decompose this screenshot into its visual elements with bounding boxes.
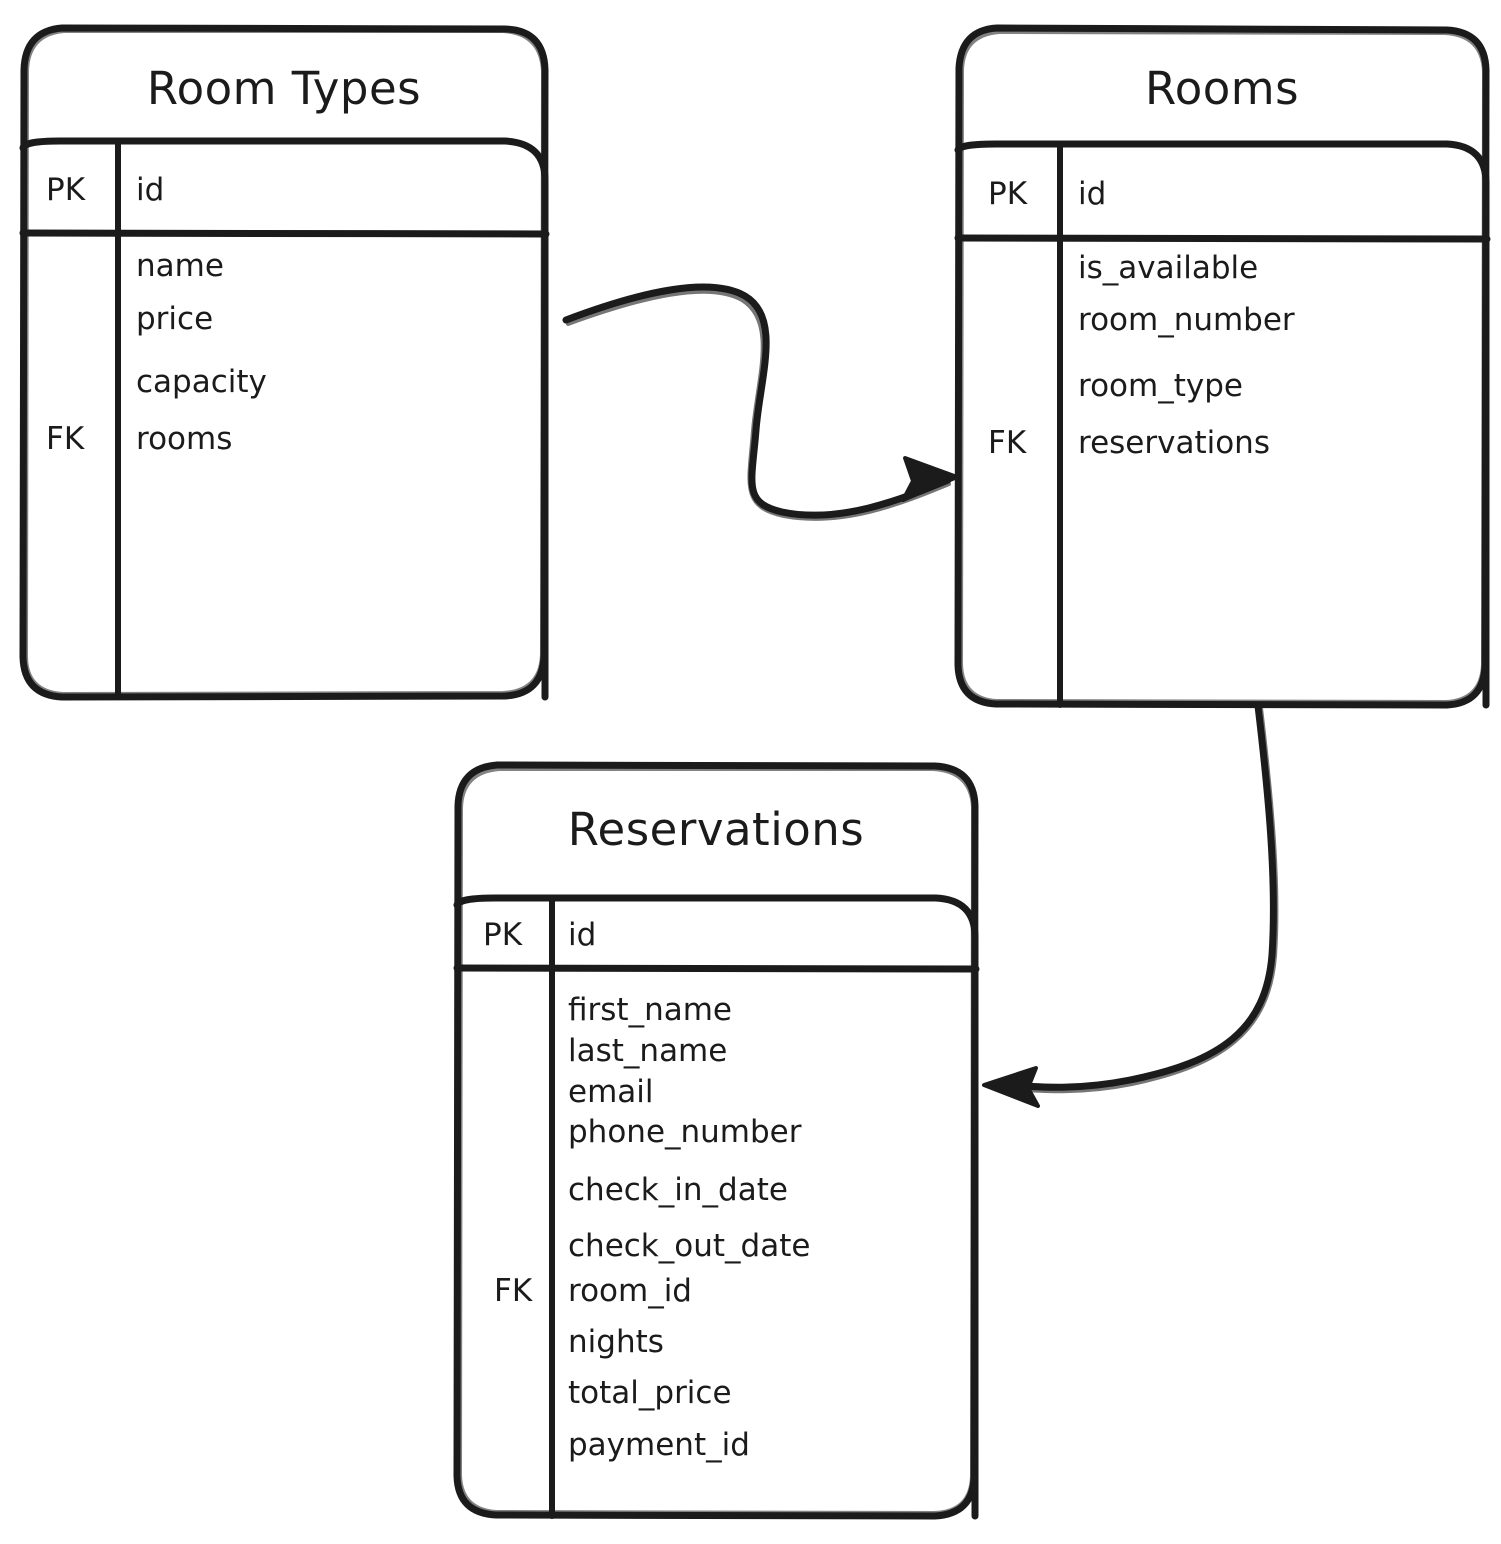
field-reservations-check-out-date: check_out_date [568,1228,811,1264]
entity-panel-rooms [954,140,1490,709]
field-reservations-last-name: last_name [568,1033,728,1069]
pk-field-rooms: id [1078,176,1107,212]
entity-panel-room-types [19,137,549,701]
field-reservations-email: email [568,1074,654,1110]
field-reservations-check-in-date: check_in_date [568,1172,788,1208]
field-rooms-reservations: reservations [1078,425,1270,461]
entity-title-rooms: Rooms [1144,62,1300,115]
field-rooms-room-type: room_type [1078,368,1243,404]
field-reservations-room-id: room_id [568,1273,692,1309]
field-reservations-phone-number: phone_number [568,1114,802,1150]
fk-label-reservations: FK [494,1273,533,1309]
pk-label-rooms: PK [988,176,1028,212]
field-room-types-price: price [136,301,214,337]
pk-field-room-types: id [136,172,165,208]
entity-title-reservations: Reservations [567,803,865,856]
field-reservations-first-name: first_name [568,992,732,1028]
arrowhead-rooms [901,456,959,502]
field-room-types-rooms: rooms [136,421,233,457]
entity-box-room-types[interactable] [19,24,549,701]
field-reservations-nights: nights [568,1324,664,1360]
pk-separator-room-types [19,229,550,238]
field-room-types-capacity: capacity [136,364,267,400]
pk-separator-reservations [453,964,980,973]
entity-box-rooms[interactable] [954,24,1490,709]
field-rooms-room-number: room_number [1078,302,1295,338]
field-rooms-is-available: is_available [1078,250,1259,286]
relationship-arrow-rooms-reservations[interactable] [982,702,1279,1108]
arrowhead-reservations [982,1066,1040,1108]
field-reservations-payment-id: payment_id [568,1427,750,1463]
fk-label-rooms: FK [988,425,1027,461]
entity-box-reservations[interactable] [453,761,979,1520]
entity-title-room-types: Room Types [146,62,422,115]
entity-panel-reservations [453,894,979,1520]
pk-separator-rooms [954,234,1491,243]
relationship-arrow-roomtypes-rooms[interactable] [562,283,959,521]
field-room-types-name: name [136,248,224,284]
pk-field-reservations: id [568,917,597,953]
pk-label-reservations: PK [483,917,523,953]
fk-label-room-types: FK [46,421,85,457]
pk-label-room-types: PK [46,172,86,208]
field-reservations-total-price: total_price [568,1375,732,1411]
